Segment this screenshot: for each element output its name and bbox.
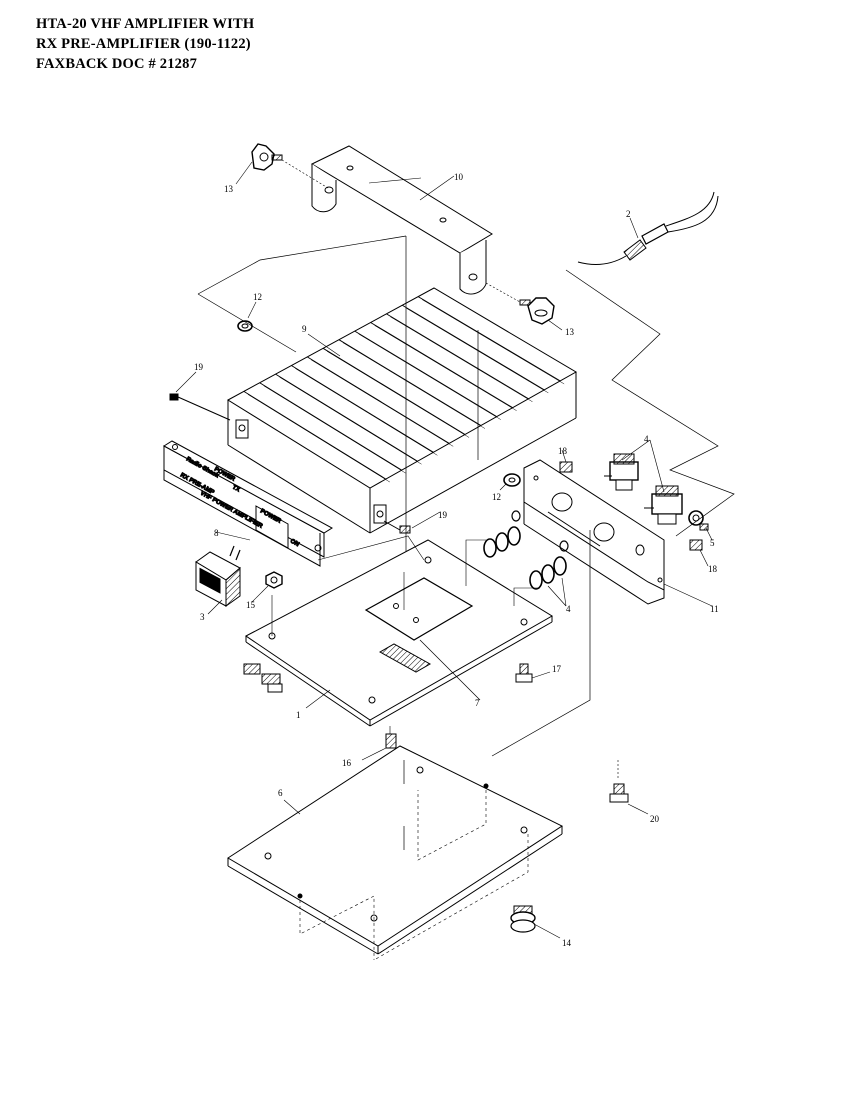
screw-18-lower [689,539,703,551]
screw-20 [609,760,649,815]
document-header: HTA-20 VHF AMPLIFIER WITH RX PRE-AMPLIFI… [36,14,254,74]
part-label-4-upper: 4 [644,434,649,444]
part-label-14: 14 [562,938,572,948]
front-panel [163,440,333,567]
part-label-15: 15 [246,600,256,610]
washer-right [503,473,521,487]
part-label-16: 16 [342,758,352,768]
rf-connector-lower [644,485,683,525]
part-label-19-left: 19 [194,362,204,372]
title-line-3: FAXBACK DOC # 21287 [36,56,198,72]
part-label-8: 8 [214,528,219,538]
rocker-switch [195,545,241,607]
part-label-2: 2 [626,209,631,219]
screw-19-left [169,393,231,421]
thumb-screw-knob-left [251,143,283,171]
jack-nuts-lower [529,540,569,590]
heatsink-chassis [227,287,578,534]
screw-16 [361,726,397,761]
part-label-10: 10 [454,172,464,182]
part-label-17: 17 [552,664,562,674]
part-label-12-left: 12 [253,292,262,302]
screw-17 [515,663,551,683]
main-pc-board [243,539,553,727]
rf-connector-upper [604,453,639,491]
bottom-cover [227,745,564,955]
part-label-13-left: 13 [224,184,234,194]
part-label-19-right: 19 [438,510,448,520]
washer-left [237,320,253,332]
part-label-1: 1 [296,710,301,720]
screw-19-right [383,520,411,534]
part-label-18-lower: 18 [708,564,718,574]
panel-switch-state: ON [289,539,300,549]
part-label-6: 6 [278,788,283,798]
part-labels: 13 10 2 13 12 9 19 19 18 4 12 5 18 4 11 … [194,172,719,948]
panel-led-tx: TX [231,485,241,494]
part-label-20: 20 [650,814,660,824]
washer-5 [688,510,709,531]
part-label-4-lower: 4 [566,604,571,614]
part-label-13-right: 13 [565,327,575,337]
hex-nut [265,571,283,589]
thumb-screw-knob-right [519,297,555,325]
part-label-18-upper: 18 [558,446,568,456]
rubber-foot [510,905,561,939]
part-label-5: 5 [710,538,715,548]
part-label-11: 11 [710,604,719,614]
part-label-9: 9 [302,324,307,334]
part-label-3: 3 [200,612,205,622]
screw-18-upper [559,461,573,473]
power-cord [577,191,719,265]
title-line-1: HTA-20 VHF AMPLIFIER WITH [36,16,255,32]
part-label-7: 7 [475,698,480,708]
part-label-12-right: 12 [492,492,501,502]
jack-nuts-upper [483,510,521,558]
title-line-2: RX PRE-AMPLIFIER (190-1122) [36,36,251,52]
insulator-pad [364,577,474,641]
mounting-bracket [310,145,493,295]
rear-panel [523,459,665,605]
